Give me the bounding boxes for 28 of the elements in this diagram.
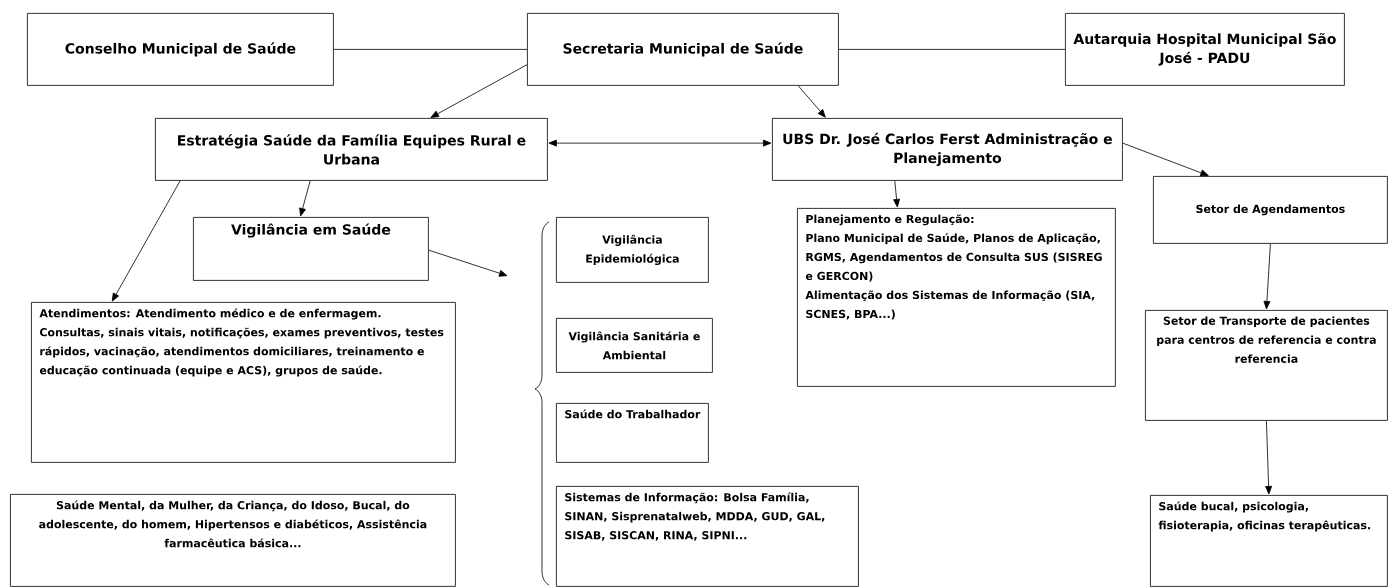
arrow — [111, 180, 181, 302]
org-box: Conselho Municipal de Saúde — [27, 13, 334, 86]
arrow — [893, 180, 900, 208]
org-box: Setor de Agendamentos — [1153, 176, 1388, 244]
org-box: Atendimentos: Atendimento médico e de enfermagem. Consultas, sinais vitais, notificações, exames preventivos, testes rápidos, vacinação, atendimentos domiciliares, treinamento e educação continuada (equipe e ACS), grupos de saúde. — [31, 302, 456, 463]
arrow — [430, 64, 528, 118]
arrow — [428, 249, 508, 277]
org-box: Secretaria Municipal de Saúde — [527, 13, 839, 86]
org-box: UBS Dr. José Carlos Ferst Administração e Planejamento — [772, 118, 1123, 181]
org-box: Sistemas de Informação: Bolsa Família, SINAN, Sisprenatalweb, MDDA, GUD, GAL, SISAB, SISCAN, RINA, SIPNI... — [556, 486, 859, 587]
org-box: Vigilância Epidemiológica — [556, 217, 709, 283]
org-box: Setor de Transporte de pacientes para centros de referencia e contra referencia — [1145, 310, 1388, 421]
arrow — [1122, 142, 1209, 177]
org-box: Vigilância em Saúde — [193, 217, 429, 281]
arrow — [548, 139, 772, 147]
org-box: Vigilância Sanitária e Ambiental — [556, 318, 713, 373]
org-box: Saúde do Trabalhador — [556, 403, 709, 463]
arrow — [1263, 243, 1271, 310]
connector-line — [838, 49, 1066, 50]
connector-line — [333, 49, 528, 50]
arrow — [1265, 420, 1273, 495]
org-box: Planejamento e Regulação: Plano Municipal de Saúde, Planos de Aplicação, RGMS, Agendamentos de Consulta SUS (SISREG e GERCON) Alimentação dos Sistemas de Informação (SIA, SCNES, BPA...) — [797, 208, 1116, 387]
arrow — [299, 180, 311, 217]
org-box: Estratégia Saúde da Família Equipes Rural e Urbana — [155, 118, 548, 181]
org-box: Saúde Mental, da Mulher, da Criança, do Idoso, Bucal, do adolescente, do homem, Hipertensos e diabéticos, Assistência farmacêutica básica... — [10, 494, 456, 587]
org-box: Saúde bucal, psicologia, fisioterapia, oficinas terapêuticas. — [1150, 495, 1388, 587]
arrow — [797, 85, 826, 118]
org-box: Autarquia Hospital Municipal São José - PADU — [1065, 13, 1345, 86]
